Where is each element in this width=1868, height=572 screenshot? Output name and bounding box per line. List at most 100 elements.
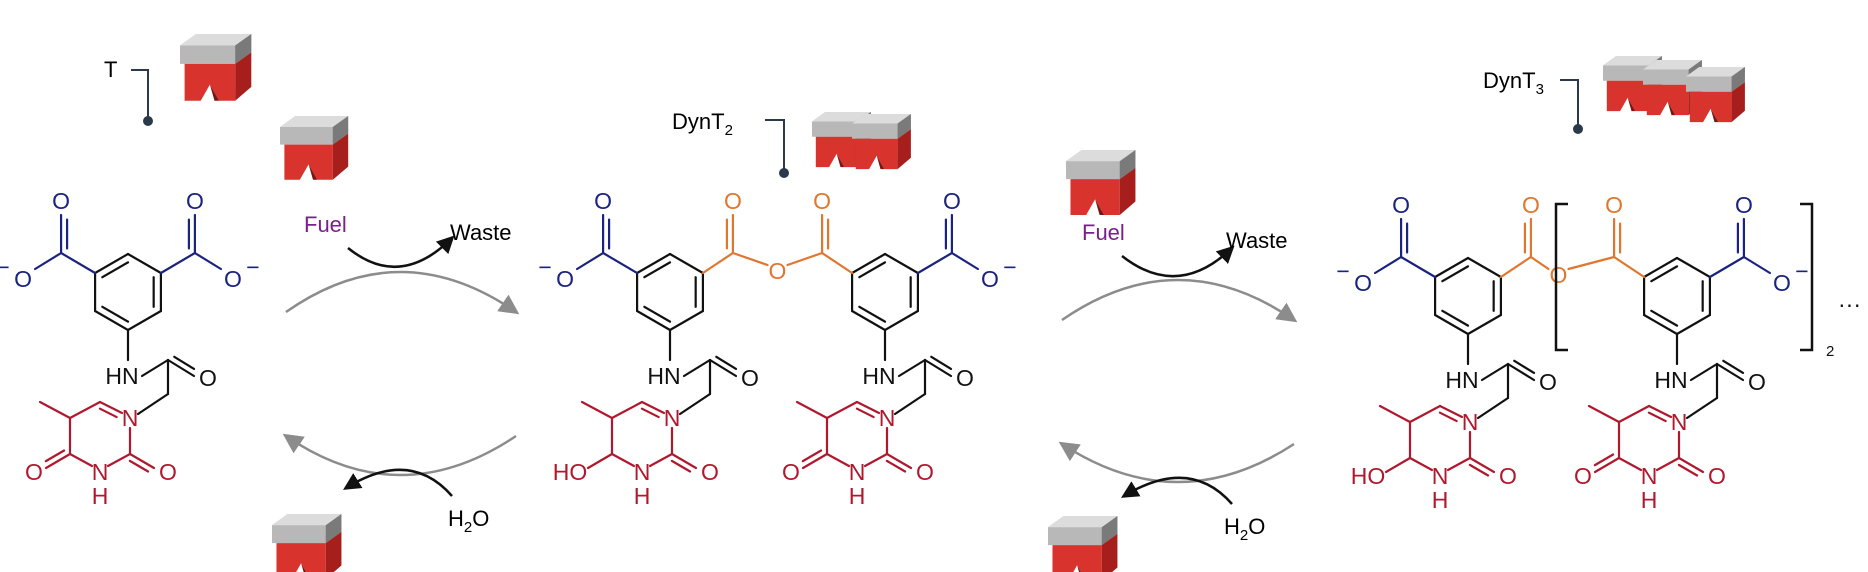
bond	[825, 400, 859, 420]
bond	[897, 358, 927, 378]
bond	[1446, 456, 1472, 472]
ring-double-bond	[101, 305, 130, 323]
bond	[166, 358, 196, 378]
repeat-bracket-left	[1554, 202, 1568, 352]
charge-minus: −	[538, 254, 551, 280]
ring-double-bond	[1441, 265, 1470, 283]
bond	[1399, 255, 1437, 279]
bond	[193, 251, 223, 271]
fuel-label-left: Fuel	[304, 212, 347, 237]
ring-bond	[850, 252, 887, 275]
ring-bond	[668, 309, 705, 332]
methyl-bond	[1587, 404, 1621, 424]
double-bond	[1438, 411, 1458, 423]
bond	[708, 358, 738, 378]
block-dimer	[812, 112, 911, 170]
bond	[1468, 456, 1496, 474]
bond	[98, 400, 124, 415]
amide-hn: HN	[862, 363, 895, 389]
label-dynt2-pin-dot	[779, 168, 789, 178]
label-dynt2-text: DynT2	[672, 109, 733, 139]
bond	[1617, 456, 1643, 472]
ring-double-bond	[858, 261, 887, 279]
bond	[159, 251, 197, 275]
thymine-n: N	[1671, 409, 1688, 435]
ring-double-bond	[858, 305, 887, 323]
bond	[1529, 255, 1550, 271]
bond	[670, 452, 698, 470]
carboxylate-o: O	[186, 188, 204, 214]
thymine-n3: N	[849, 459, 866, 485]
bond	[586, 452, 614, 470]
block-lower-right	[1048, 516, 1118, 572]
double-bond	[98, 407, 118, 419]
bond	[68, 452, 94, 468]
double-bond	[1593, 453, 1615, 467]
double-bond	[670, 459, 692, 473]
thymine-n: N	[879, 405, 896, 431]
bond	[701, 251, 735, 275]
bond	[885, 452, 913, 470]
label-dynt3-pin-dot	[1573, 124, 1583, 134]
repeat-bracket-right	[1800, 202, 1814, 352]
bond	[1647, 404, 1673, 419]
bond	[106, 452, 132, 468]
bond	[601, 251, 639, 275]
water-label-left: H2O	[448, 506, 489, 536]
block-mid-top	[1066, 150, 1136, 215]
double-bond	[1647, 411, 1667, 423]
carboxylate-o-minus: O	[1354, 270, 1372, 296]
carboxylate-o-minus: O	[556, 266, 574, 292]
bond	[678, 392, 712, 416]
ring-bond	[93, 252, 130, 275]
bridge-o: O	[1550, 262, 1568, 288]
charge-minus: −	[1003, 254, 1016, 280]
thymine-h: H	[1432, 487, 1449, 513]
forward-arrow-right	[1061, 278, 1298, 323]
carboxylate-o-minus: O	[14, 266, 32, 292]
thymine-h: H	[634, 483, 651, 509]
bond	[1742, 255, 1772, 275]
ring-double-bond	[643, 261, 672, 279]
bond	[610, 400, 644, 420]
fuel-label-right: Fuel	[1082, 220, 1125, 245]
thymine-o: O	[916, 459, 934, 485]
thymine-h: H	[849, 483, 866, 509]
bond	[1685, 396, 1719, 420]
bond	[801, 452, 829, 470]
carboxylate-o-minus: O	[981, 266, 999, 292]
bond	[648, 452, 674, 468]
ring-bond	[1433, 313, 1470, 336]
charge-minus: −	[0, 254, 10, 280]
amide-hn: HN	[1654, 367, 1687, 393]
amide-o: O	[956, 365, 974, 391]
bond	[916, 251, 954, 275]
block-monomer-b	[280, 116, 349, 180]
ring-bond	[1433, 256, 1470, 279]
amide-o: O	[1748, 369, 1766, 395]
reaction-left: Fuel Waste H2O	[282, 212, 520, 536]
bond	[59, 251, 97, 275]
ring-bond	[883, 252, 920, 275]
bond	[1408, 404, 1442, 424]
bond	[1677, 456, 1705, 474]
amide-hn: HN	[105, 363, 138, 389]
thymine-n: N	[122, 405, 139, 431]
ring-bond	[126, 309, 163, 332]
bond	[33, 251, 63, 271]
label-t: T	[104, 57, 153, 126]
bond	[1708, 255, 1746, 279]
thymine-o: O	[25, 459, 43, 485]
double-bond	[1468, 463, 1490, 477]
double-bond	[930, 355, 953, 371]
bond	[1593, 456, 1621, 474]
carboxylate-o: O	[943, 188, 961, 214]
carboxylate-o: O	[1735, 192, 1753, 218]
hydrolysis-arrow-left	[343, 468, 453, 497]
thymine-h: H	[92, 483, 109, 509]
bond	[128, 452, 156, 470]
